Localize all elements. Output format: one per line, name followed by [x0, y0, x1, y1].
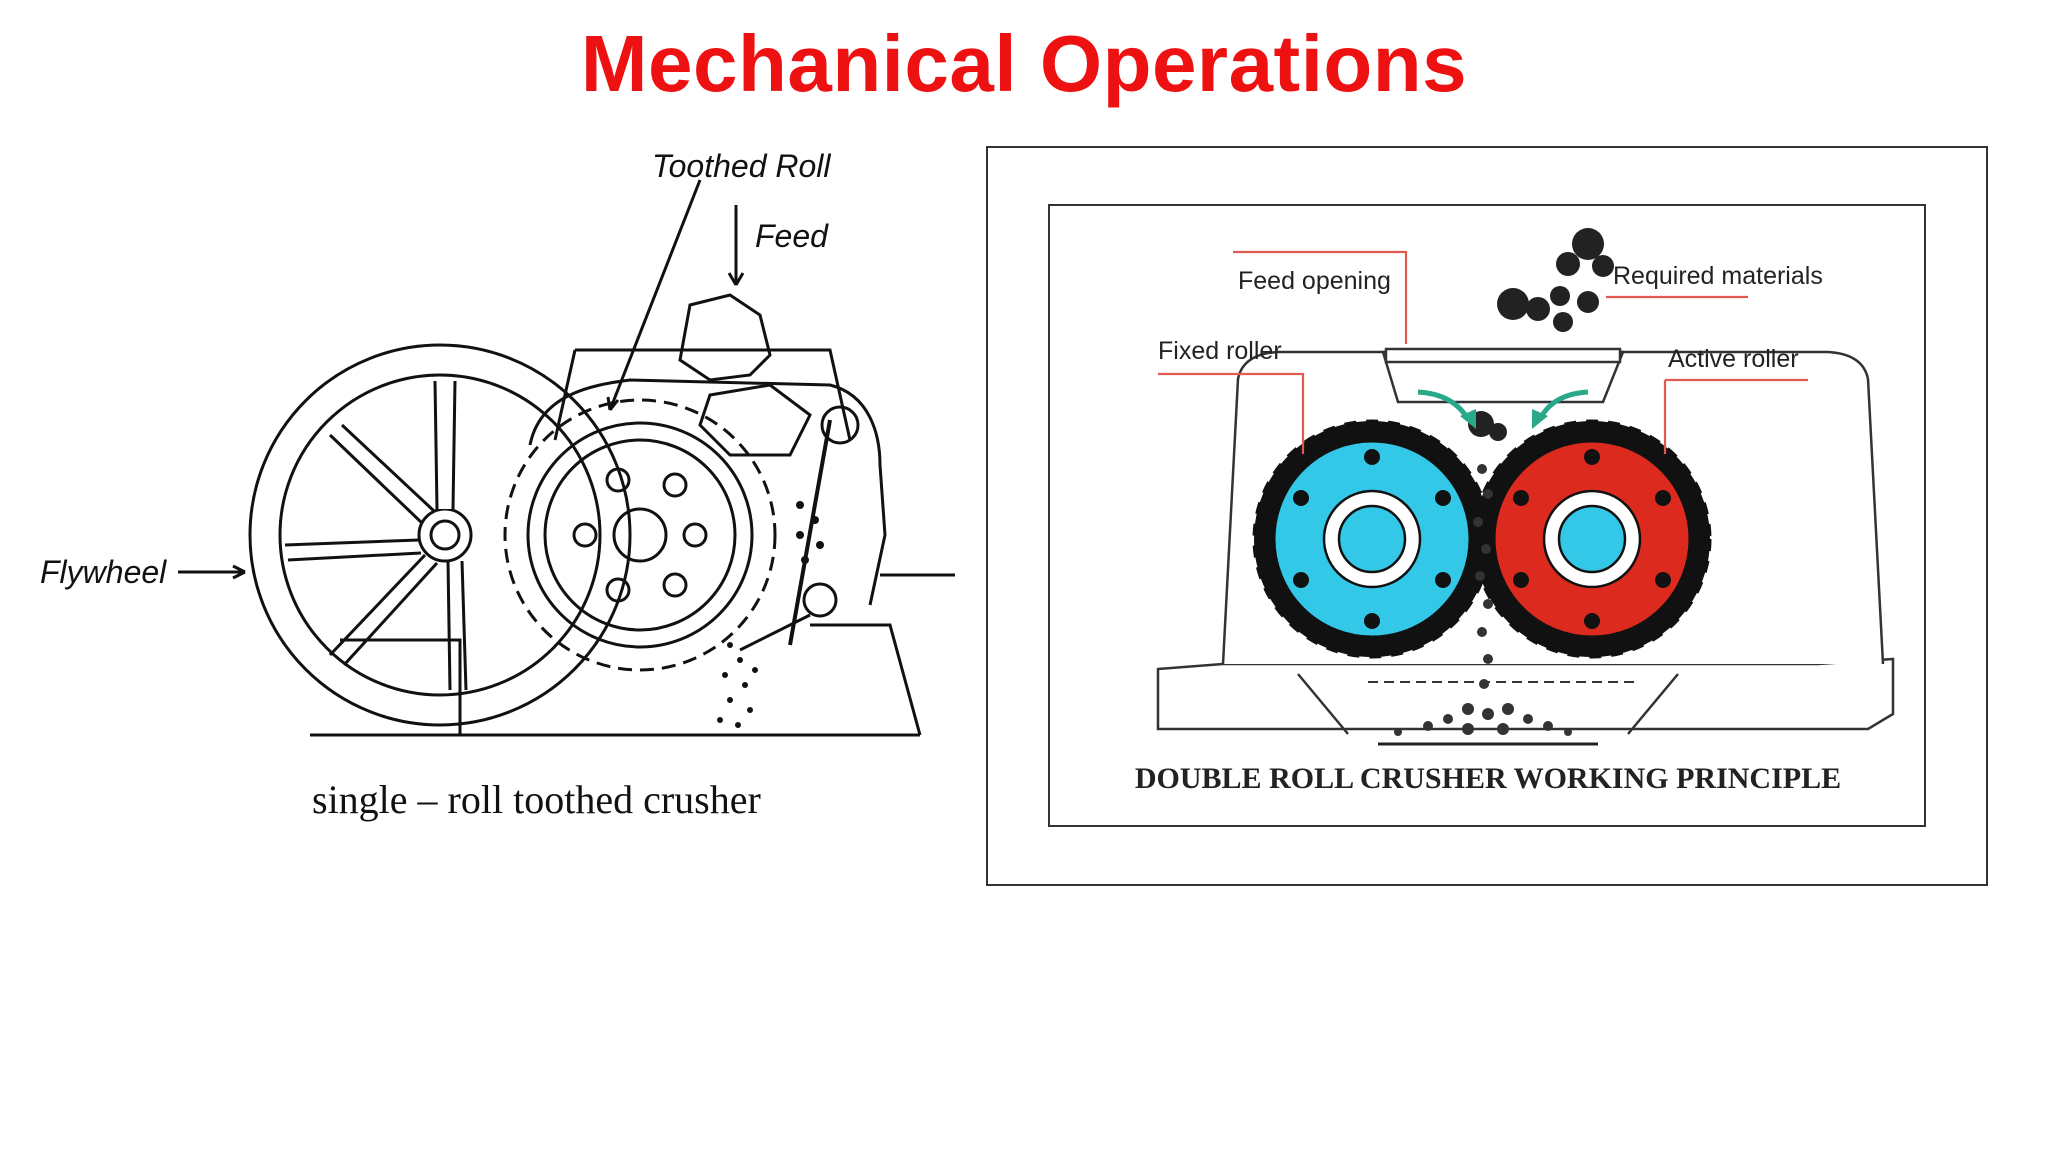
flywheel-inner-rim [278, 373, 602, 697]
active-roller [1472, 419, 1712, 659]
flywheel-label: Flywheel [40, 554, 167, 590]
toothed-roll [526, 421, 754, 649]
toothed-roll-label: Toothed Roll [652, 148, 831, 184]
double-roll-heading: DOUBLE ROLL CRUSHER WORKING PRINCIPLE [1135, 762, 1841, 795]
single-roll-crusher-diagram: Toothed Roll Feed Flywheel [40, 148, 955, 737]
toothed-roll-outer [503, 398, 777, 672]
feed-label: Feed [755, 218, 829, 254]
feed-opening-label: Feed opening [1238, 267, 1391, 295]
page-title: Mechanical Operations [580, 19, 1468, 108]
required-materials-label: Required materials [1613, 262, 1823, 290]
label-leader-lines [1158, 250, 1808, 454]
crushed-particles [717, 501, 824, 728]
fixed-roller-label: Fixed roller [1158, 337, 1282, 365]
flywheel-hub [417, 507, 473, 563]
feed-lump [678, 293, 772, 382]
fixed-roller [1252, 419, 1492, 659]
left-figure-caption: single – roll toothed crusher [312, 777, 761, 822]
crushed-particles [1394, 464, 1572, 736]
flywheel-outer-rim [248, 343, 632, 727]
double-roll-crusher-diagram: Feed opening Required materials Fixed ro… [1135, 228, 1895, 795]
active-roller-label: Active roller [1668, 345, 1799, 373]
